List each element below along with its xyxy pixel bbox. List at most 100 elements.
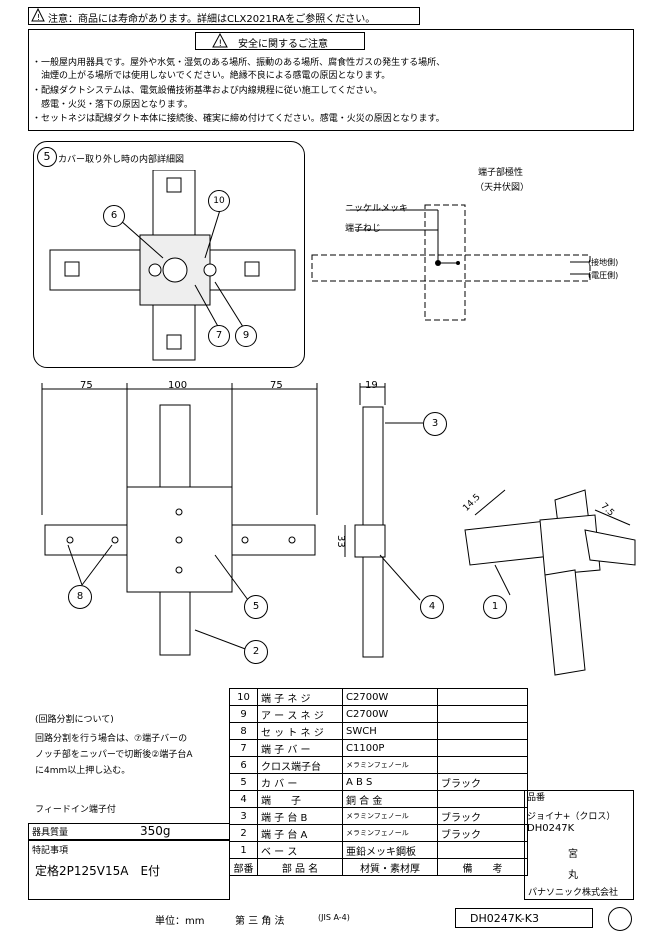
detail-number: 5 [37, 147, 57, 167]
parts-cell-no: 7 [229, 739, 258, 757]
dim-center: 100 [168, 380, 188, 391]
iso-view-drawing [464, 489, 636, 676]
polarity-title: 端子部極性 [478, 168, 524, 178]
parts-cell-no: 6 [229, 756, 258, 774]
dim-right: 75 [270, 380, 283, 391]
parts-cell-material: SWCH [342, 722, 438, 740]
dim-left: 75 [80, 380, 93, 391]
callout-2: 2 [244, 640, 268, 664]
unit-label: 単位：mm [155, 916, 205, 927]
parts-cell-material: メラミンフェノール [342, 807, 438, 825]
parts-cell-color [437, 790, 528, 808]
product-code: DH0247K [527, 823, 575, 834]
parts-cell-name: ア ー ス ネ ジ [257, 705, 343, 723]
stamp-2: 丸 [568, 870, 578, 881]
circuit-title: (回路分割について) [35, 715, 114, 725]
parts-header-name: 部 品 名 [257, 858, 343, 876]
callout-9: 9 [235, 325, 257, 347]
safety-line: ・配線ダクトシステムは、電気設備技術基準および内線規程に従い施工してください。 [32, 86, 383, 96]
safety-line: 感電・火災・落下の原因となります。 [32, 100, 193, 110]
top-view-drawing [41, 383, 318, 656]
parts-cell-name: 端 子 台 B [257, 807, 343, 825]
circuit-line: に4mm以上押し込む。 [35, 766, 131, 776]
callout-5: 5 [244, 595, 268, 619]
parts-cell-name: ベ ー ス [257, 841, 343, 859]
parts-cell-color: ブラック [437, 824, 528, 842]
parts-cell-no: 4 [229, 790, 258, 808]
callout-3: 3 [423, 412, 447, 436]
parts-cell-material: C2700W [342, 688, 438, 706]
callout-10: 10 [208, 190, 230, 212]
circuit-line: 回路分割を行う場合は、⑦端子バーの [35, 734, 188, 744]
company-name: パナソニック株式会社 [528, 888, 619, 898]
callout-6: 6 [103, 205, 125, 227]
parts-cell-no: 3 [229, 807, 258, 825]
parts-cell-material: C2700W [342, 705, 438, 723]
circle-mark [608, 907, 632, 931]
parts-cell-name: クロス端子台 [257, 756, 343, 774]
parts-header-note: 備 考 [437, 858, 528, 876]
safety-line: ・一般屋内用器具です。屋外や水気・湿気のある場所、振動のある場所、腐食性ガスの発… [32, 58, 446, 68]
callout-1: 1 [483, 595, 507, 619]
notice-text: 注意：商品には寿命があります。詳細はCLX2021RAをご参照ください。 [48, 14, 376, 25]
parts-cell-material: 銅 合 金 [342, 790, 438, 808]
projection-label: 第 三 角 法 [235, 916, 285, 927]
screw-label: 端子ねじ [345, 224, 382, 234]
detail-title: カバー取り外し時の内部詳細図 [58, 155, 185, 165]
product-name: ジョイナ+（クロス） [527, 812, 616, 822]
notice-box [28, 7, 420, 25]
feed-in-label: フィードイン端子付 [35, 805, 116, 815]
product-box [524, 790, 634, 900]
drawing-number: DH0247K-K3 [470, 912, 539, 925]
ground-side-label: (接地側) [588, 258, 619, 267]
callout-8: 8 [68, 585, 92, 609]
parts-header-material: 材質・素材厚 [342, 858, 438, 876]
dim-height-33: 33 [335, 535, 346, 548]
polarity-subtitle: （天井伏図） [475, 183, 530, 193]
parts-cell-name: セ ッ ト ネ ジ [257, 722, 343, 740]
parts-cell-material: C1100P [342, 739, 438, 757]
parts-cell-no: 2 [229, 824, 258, 842]
parts-cell-color [437, 722, 528, 740]
standard-label: (JIS A-4) [318, 913, 350, 922]
weight-label: 器具質量 [32, 828, 69, 838]
parts-cell-material: メラミンフェノール [342, 824, 438, 842]
parts-cell-no: 10 [229, 688, 258, 706]
parts-cell-no: 8 [229, 722, 258, 740]
parts-cell-color [437, 756, 528, 774]
weight-value: 350g [140, 824, 171, 838]
parts-cell-color [437, 841, 528, 859]
callout-7: 7 [208, 325, 230, 347]
parts-cell-name: 端 子 バ ー [257, 739, 343, 757]
warning-triangle-icon: ! [212, 32, 228, 51]
parts-cell-color [437, 688, 528, 706]
svg-text:!: ! [219, 39, 223, 48]
parts-cell-no: 5 [229, 773, 258, 791]
parts-cell-material: 亜鉛メッキ鋼板 [342, 841, 438, 859]
detail-drawing [49, 170, 296, 361]
parts-cell-color: ブラック [437, 807, 528, 825]
parts-header-row: 部番部 品 名材質・素材厚備 考 [229, 858, 528, 876]
warning-triangle-icon: ! [31, 7, 45, 25]
polarity-drawing [311, 204, 591, 321]
parts-cell-material: メラミンフェノール [342, 756, 438, 774]
circuit-line: ノッチ部をニッパーで切断後②端子台A [35, 750, 193, 760]
spec-value: 定格2P125V15A E付 [35, 864, 161, 878]
dim-side-width: 19 [365, 380, 378, 391]
parts-cell-color: ブラック [437, 773, 528, 791]
parts-cell-name: カ バ ー [257, 773, 343, 791]
svg-text:!: ! [37, 13, 40, 22]
spec-label: 特記事項 [32, 846, 69, 856]
parts-cell-name: 端 子 [257, 790, 343, 808]
parts-cell-name: 端 子 ネ ジ [257, 688, 343, 706]
parts-cell-material: A B S [342, 773, 438, 791]
parts-header-no: 部番 [229, 858, 258, 876]
